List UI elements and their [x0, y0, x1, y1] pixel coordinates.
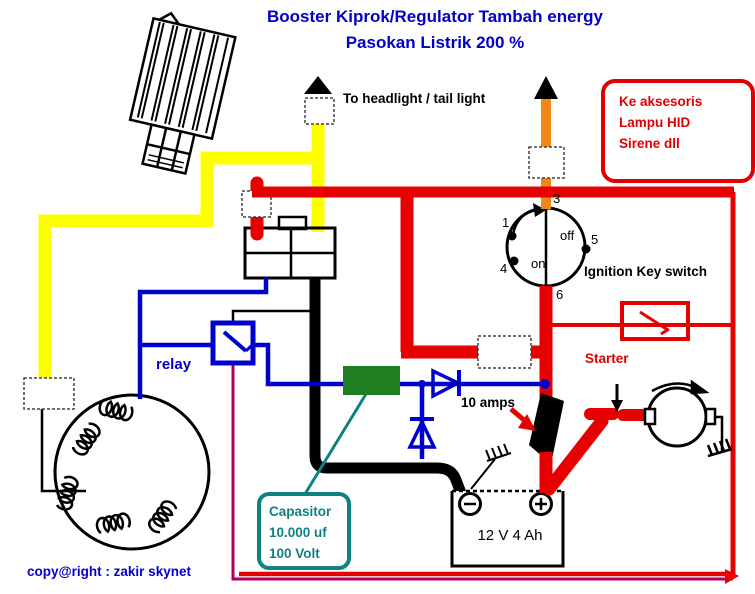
terminal-1-label: 1 — [502, 215, 510, 230]
mid-red-connector — [477, 335, 532, 369]
fuse-rating-label: 10 amps — [461, 395, 516, 410]
accessories-line3: Sirene dll — [619, 136, 680, 151]
headlight-label: To headlight / tail light — [343, 91, 486, 106]
bottom-arrow-icon — [725, 569, 739, 584]
accessories-line2: Lampu HID — [619, 115, 691, 130]
starter-label: Starter — [585, 351, 629, 366]
starter-switch — [620, 301, 690, 341]
ignition-key-switch — [505, 203, 591, 288]
accessories-callout: Ke aksesoris Lampu HID Sirene dll — [601, 79, 755, 183]
relay-return-wire — [231, 363, 733, 581]
fuse — [529, 393, 564, 464]
accessory-connector — [528, 146, 565, 179]
stator-connector — [23, 377, 75, 410]
terminal-6-label: 6 — [556, 287, 564, 302]
capacitor-callout: Capasitor 10.000 uf 100 Volt — [257, 492, 351, 570]
switch-off-label: off — [560, 228, 575, 243]
contact-arrow-icon — [611, 384, 623, 412]
title-line1: Booster Kiprok/Regulator Tambah energy — [267, 7, 603, 26]
accessory-arrow-icon — [534, 76, 558, 99]
stator-lead-wire — [40, 409, 86, 493]
capacitor-leader-line — [303, 393, 368, 495]
starter-cable — [539, 408, 652, 496]
switch-on-label: on — [531, 256, 546, 271]
relay-ground-wire — [231, 309, 315, 325]
battery-ground-icon — [470, 443, 512, 490]
yellow-ac-wire — [38, 104, 325, 395]
battery-label: 12 V 4 Ah — [477, 527, 543, 544]
capacitor-line1: Capasitor — [269, 504, 332, 519]
capacitor-line2: 10.000 uf — [269, 525, 327, 540]
copyright-label: copy@right : zakir skynet — [27, 564, 191, 579]
headlight-arrow-icon — [304, 76, 332, 94]
rotation-arrow-icon — [511, 208, 539, 235]
accessories-line1: Ke aksesoris — [619, 94, 703, 109]
capacitor-block — [343, 366, 400, 395]
battery-minus-terminal — [458, 492, 482, 516]
fuse-pointer-arrow-icon — [509, 407, 536, 431]
relay-box — [210, 320, 256, 366]
stator-alternator — [40, 393, 211, 551]
terminal-5-label: 5 — [591, 232, 599, 247]
terminal-4-label: 4 — [500, 261, 508, 276]
diode-forward — [431, 368, 462, 399]
diode-clamp — [407, 417, 437, 449]
ignition-switch-label: Ignition Key switch — [584, 264, 708, 279]
diagram-title: Booster Kiprok/Regulator Tambah energy P… — [135, 4, 735, 56]
title-line2: Pasokan Listrik 200 % — [345, 33, 525, 52]
battery-plus-terminal — [529, 492, 553, 516]
headlight-connector — [304, 97, 335, 125]
terminal-3-label: 3 — [553, 191, 561, 206]
starter-motor — [643, 379, 733, 458]
regulator-connector-block — [243, 215, 337, 280]
ground-bus-wire — [309, 277, 467, 495]
regulator-illustration — [128, 11, 237, 176]
capacitor-line3: 100 Volt — [269, 546, 320, 561]
relay-label: relay — [156, 356, 192, 373]
